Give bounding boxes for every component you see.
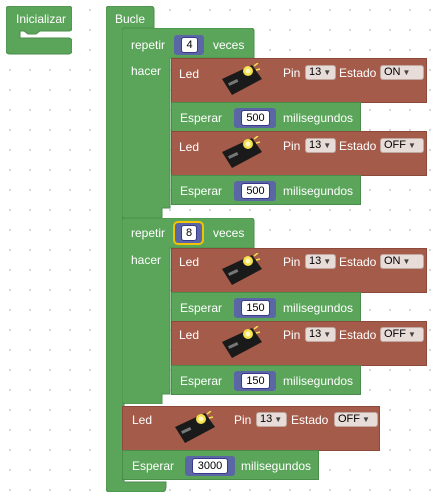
pin-label: Pin — [283, 139, 301, 153]
state-label: Estado — [339, 66, 377, 80]
repeat-2-wait-block-b[interactable]: Esperar 150 milisegundos — [171, 365, 361, 395]
chevron-down-icon: ▼ — [402, 68, 411, 77]
repeat-2-count[interactable]: 8 — [181, 225, 197, 241]
repeat-2-led-on-block[interactable]: Led Pin 13▼ Estado ON▼ — [171, 248, 427, 293]
chevron-down-icon: ▼ — [402, 257, 411, 266]
wait-ms-slot[interactable]: 150 — [234, 371, 276, 391]
chevron-down-icon: ▼ — [362, 415, 370, 424]
wait-ms-slot[interactable]: 500 — [234, 108, 276, 128]
wait-unit: milisegundos — [283, 111, 354, 125]
state-value: OFF — [338, 413, 360, 425]
led-module-icon — [218, 325, 264, 360]
pin-dropdown[interactable]: 13▼ — [305, 138, 336, 153]
pin-dropdown[interactable]: 13▼ — [305, 327, 336, 342]
wait-label: Esperar — [180, 111, 223, 125]
wait-unit: milisegundos — [241, 459, 312, 473]
repeat-2-count-slot[interactable]: 8 — [173, 221, 204, 245]
wait-ms[interactable]: 3000 — [192, 458, 228, 474]
loop-block-label: Bucle — [115, 12, 146, 26]
pin-label: Pin — [283, 255, 301, 269]
pin-dropdown[interactable]: 13▼ — [256, 412, 287, 427]
wait-label: Esperar — [132, 459, 175, 473]
state-label: Estado — [291, 413, 329, 427]
chevron-down-icon: ▼ — [323, 330, 332, 339]
wait-ms-slot[interactable]: 150 — [234, 298, 276, 318]
wait-unit: milisegundos — [283, 184, 354, 198]
final-led-block[interactable]: Led Pin 13▼ Estado OFF▼ — [122, 406, 380, 451]
wait-ms[interactable]: 150 — [241, 373, 270, 389]
wait-ms-slot[interactable]: 3000 — [185, 456, 235, 476]
led-label: Led — [132, 413, 153, 427]
state-value: ON — [384, 255, 401, 267]
repeat-2-do-label: hacer — [131, 253, 162, 267]
pin-dropdown[interactable]: 13▼ — [305, 254, 336, 269]
repeat-1-do-label: hacer — [131, 64, 162, 78]
repeat-1-count[interactable]: 4 — [181, 37, 198, 53]
state-label: Estado — [339, 255, 377, 269]
repeat-2-led-off-block[interactable]: Led Pin 13▼ Estado OFF▼ — [171, 321, 427, 366]
repeat-1-led-off-block[interactable]: Led Pin 13▼ Estado OFF▼ — [171, 131, 427, 176]
wait-ms[interactable]: 500 — [241, 183, 270, 199]
wait-ms-slot[interactable]: 500 — [234, 181, 276, 201]
loop-block-shape — [106, 6, 167, 492]
wait-ms[interactable]: 150 — [241, 300, 270, 316]
init-block-label: Inicializar — [16, 12, 67, 26]
state-dropdown[interactable]: OFF▼ — [334, 412, 378, 427]
repeat-1-wait-block-a[interactable]: Esperar 500 milisegundos — [171, 102, 361, 132]
repeat-1-count-slot[interactable]: 4 — [174, 35, 204, 55]
wait-label: Esperar — [180, 301, 223, 315]
loop-block[interactable]: Bucle — [106, 6, 167, 492]
wait-label: Esperar — [180, 184, 223, 198]
state-dropdown[interactable]: OFF▼ — [380, 138, 424, 153]
state-value: ON — [384, 66, 401, 78]
pin-value: 13 — [309, 328, 322, 340]
wait-unit: milisegundos — [283, 301, 354, 315]
repeat-2-label: repetir — [131, 226, 166, 240]
chevron-down-icon: ▼ — [323, 141, 332, 150]
pin-value: 13 — [260, 413, 273, 425]
state-dropdown[interactable]: ON▼ — [380, 254, 424, 269]
repeat-1-wait-block-b[interactable]: Esperar 500 milisegundos — [171, 175, 361, 205]
chevron-down-icon: ▼ — [408, 141, 416, 150]
repeat-block-1[interactable]: repetir 4 veces hacer — [122, 28, 382, 218]
repeat-1-led-on-block[interactable]: Led Pin 13▼ Estado ON▼ — [171, 58, 427, 103]
pin-label: Pin — [234, 413, 252, 427]
led-module-icon — [218, 135, 264, 170]
chevron-down-icon: ▼ — [408, 330, 416, 339]
pin-label: Pin — [283, 328, 301, 342]
pin-value: 13 — [309, 255, 322, 267]
state-value: OFF — [384, 328, 406, 340]
pin-label: Pin — [283, 66, 301, 80]
repeat-1-label: repetir — [131, 38, 166, 52]
led-module-icon — [218, 62, 264, 97]
chevron-down-icon: ▼ — [274, 415, 283, 424]
repeat-block-2-shape — [122, 218, 255, 404]
final-wait-block[interactable]: Esperar 3000 milisegundos — [122, 450, 319, 480]
led-label: Led — [179, 67, 200, 81]
led-module-icon — [171, 410, 217, 445]
state-value: OFF — [384, 139, 406, 151]
state-dropdown[interactable]: ON▼ — [380, 65, 424, 80]
state-dropdown[interactable]: OFF▼ — [380, 327, 424, 342]
state-label: Estado — [339, 139, 377, 153]
led-label: Led — [179, 328, 200, 342]
repeat-1-times-label: veces — [213, 38, 245, 52]
led-label: Led — [179, 140, 200, 154]
wait-label: Esperar — [180, 374, 223, 388]
init-block[interactable]: Inicializar — [6, 6, 72, 58]
led-label: Led — [179, 255, 200, 269]
init-block-shape — [6, 6, 72, 55]
pin-value: 13 — [309, 66, 322, 78]
repeat-block-2[interactable]: repetir 8 veces hacer — [122, 218, 382, 404]
wait-ms[interactable]: 500 — [241, 110, 270, 126]
repeat-2-times-label: veces — [213, 226, 245, 240]
led-module-icon — [218, 252, 264, 287]
wait-unit: milisegundos — [283, 374, 354, 388]
repeat-2-wait-block-a[interactable]: Esperar 150 milisegundos — [171, 292, 361, 322]
state-label: Estado — [339, 328, 377, 342]
chevron-down-icon: ▼ — [323, 257, 332, 266]
pin-value: 13 — [309, 139, 322, 151]
pin-dropdown[interactable]: 13▼ — [305, 65, 336, 80]
chevron-down-icon: ▼ — [323, 68, 332, 77]
